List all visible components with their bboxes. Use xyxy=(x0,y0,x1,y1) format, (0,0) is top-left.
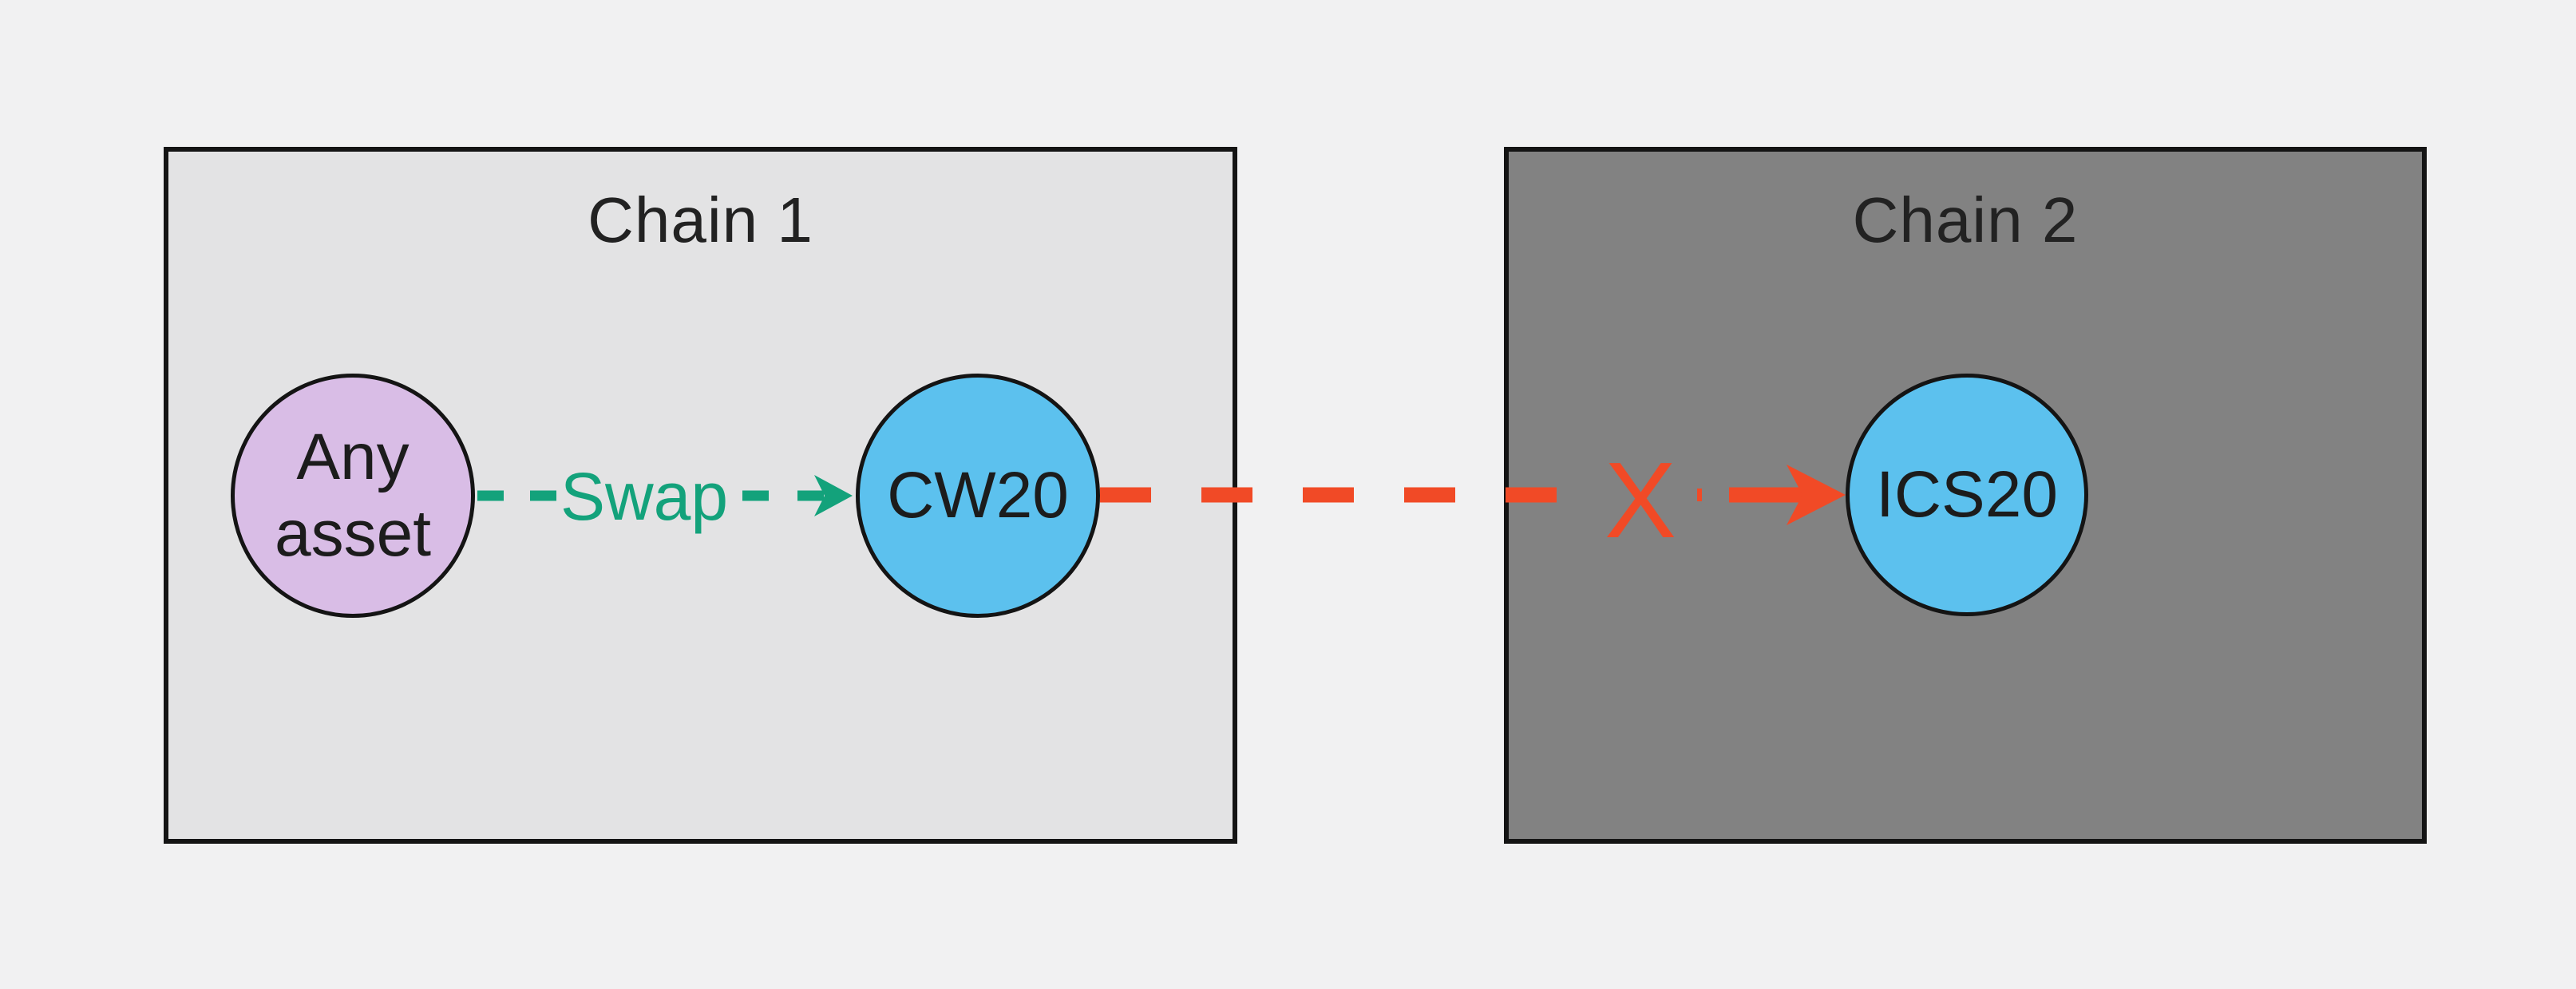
cw20-node: CW20 xyxy=(856,374,1100,618)
ics20-label: ICS20 xyxy=(1876,458,2058,531)
blocked-x-marker: X xyxy=(1604,439,1677,560)
swap-arrowhead-icon xyxy=(814,475,853,516)
chain2-title: Chain 2 xyxy=(1852,184,2079,255)
cw20-label: CW20 xyxy=(887,459,1069,532)
blocked-arrowhead-icon xyxy=(1787,465,1846,525)
chain1-title: Chain 1 xyxy=(588,184,813,255)
any-asset-node: Any asset xyxy=(231,374,475,618)
blocked-transfer-arrow xyxy=(1100,465,1846,525)
swap-edge-label: Swap xyxy=(560,458,729,534)
swap-arrow xyxy=(477,475,853,516)
any-asset-label: Any asset xyxy=(275,421,431,570)
blocked-dash-tick xyxy=(1697,489,1702,501)
ics20-node: ICS20 xyxy=(1846,374,2088,616)
